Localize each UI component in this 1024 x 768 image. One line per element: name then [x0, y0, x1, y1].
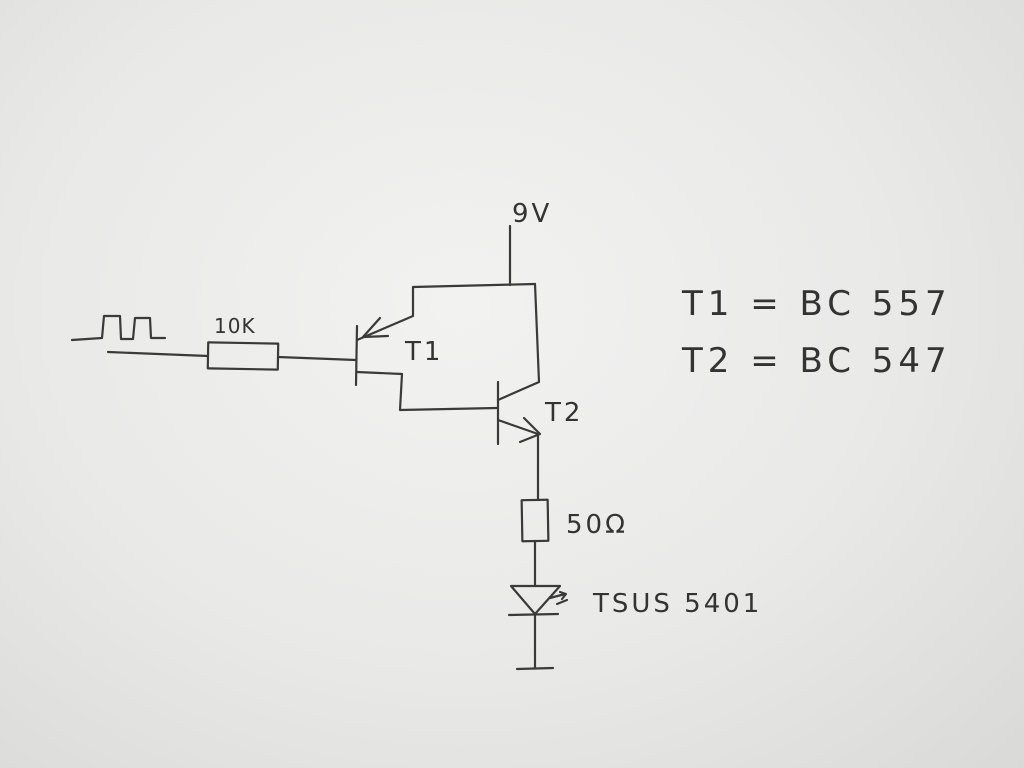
transistor-t1-arrow	[361, 316, 390, 339]
output-resistor-label: 50Ω	[566, 510, 628, 540]
transistor-t1-emitter	[355, 285, 415, 342]
input-wire	[106, 350, 210, 358]
input-resistor-label: 10K	[214, 314, 256, 338]
transistor-t1-collector	[355, 370, 499, 412]
base-wire-t1	[276, 355, 358, 362]
resistor-50-ohm	[520, 498, 550, 543]
ground-symbol	[515, 666, 555, 671]
supply-voltage-label: 9V	[512, 199, 552, 229]
transistor-t1-base-bar	[354, 324, 359, 387]
transistor-t2-label: T2	[544, 398, 583, 428]
transistor-t2-arrow	[518, 416, 542, 444]
square-wave-symbol	[70, 314, 167, 342]
transistor-t2-emitter	[496, 418, 540, 502]
diode-part-label: TSUS 5401	[592, 589, 762, 619]
supply-rail	[411, 282, 537, 289]
ir-diode-symbol	[509, 584, 562, 616]
ir-diode-bar	[507, 612, 560, 617]
legend-line-1: T1 = BC 557	[681, 284, 952, 324]
ir-emission-arrows	[548, 590, 569, 606]
transistor-t1-label: T1	[404, 337, 443, 367]
resistor-10k	[206, 341, 280, 371]
transistor-t2-collector	[496, 282, 541, 402]
legend-line-2: T2 = BC 547	[681, 341, 952, 381]
